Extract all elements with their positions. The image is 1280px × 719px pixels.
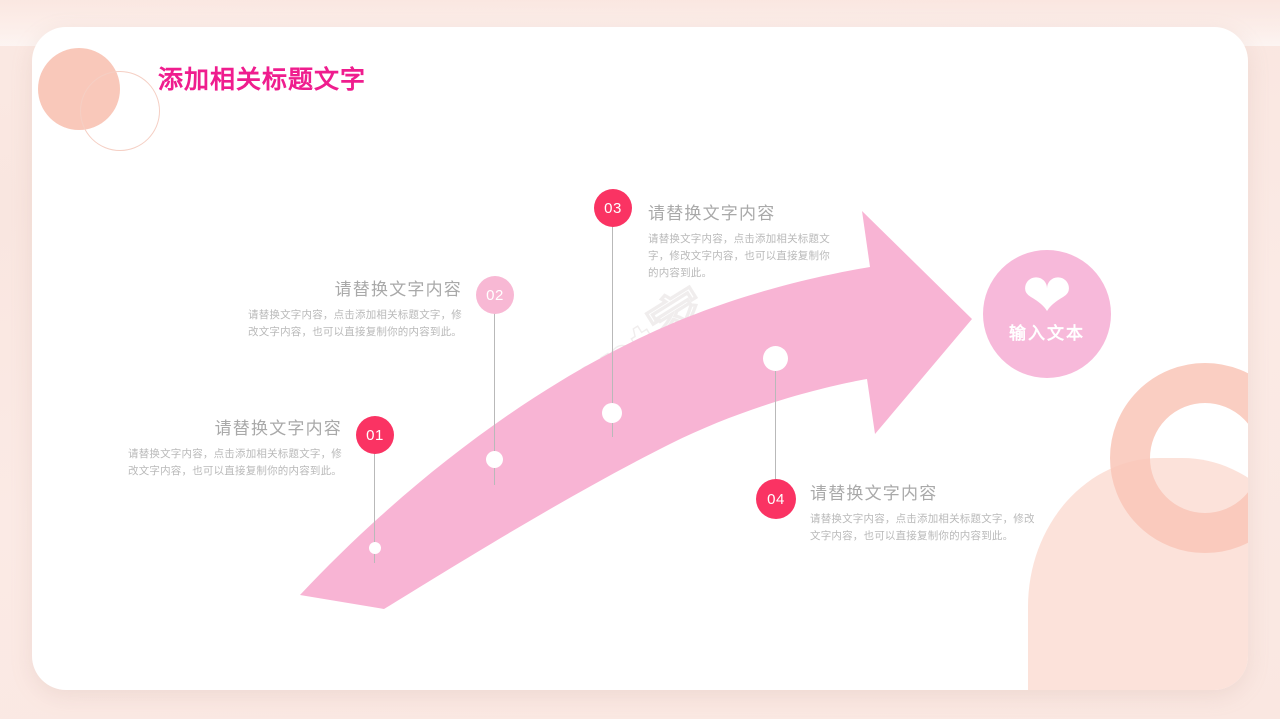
page-title: 添加相关标题文字 (158, 66, 367, 94)
heart-icon: ❤ (1021, 262, 1073, 329)
step-text-04: 请替换文字内容 请替换文字内容，点击添加相关标题文字，修改文字内容，也可以直接复… (810, 479, 1036, 545)
step-number-01: 01 (366, 426, 384, 444)
decorative-outline-circle (80, 71, 160, 151)
arrow-dot-02 (486, 451, 503, 468)
arrow-dot-04 (763, 346, 788, 371)
step-badge-04[interactable]: 04 (756, 479, 796, 519)
step-heading-01: 请替换文字内容 (214, 419, 342, 438)
step-body-02: 请替换文字内容，点击添加相关标题文字，修改文字内容，也可以直接复制你的内容到此。 (248, 309, 462, 338)
step-body-04: 请替换文字内容，点击添加相关标题文字，修改文字内容，也可以直接复制你的内容到此。 (810, 513, 1035, 542)
connector-line-04 (775, 357, 776, 499)
step-number-04: 04 (767, 490, 785, 508)
arrow-end-label: 输入文本 (1009, 324, 1085, 344)
step-body-01: 请替换文字内容，点击添加相关标题文字，修改文字内容，也可以直接复制你的内容到此。 (128, 448, 342, 477)
step-body-03: 请替换文字内容，点击添加相关标题文字，修改文字内容，也可以直接复制你的内容到此。 (648, 233, 830, 279)
watermark: ppt家园 (553, 275, 727, 472)
arrow-dot-03 (602, 403, 622, 423)
step-heading-02: 请替换文字内容 (334, 280, 462, 299)
step-heading-04: 请替换文字内容 (810, 484, 938, 503)
arrow-end-marker[interactable]: ❤ 输入文本 (983, 250, 1111, 378)
step-text-02: 请替换文字内容 请替换文字内容，点击添加相关标题文字，修改文字内容，也可以直接复… (240, 275, 462, 341)
step-number-02: 02 (486, 286, 504, 304)
connector-line-01 (374, 445, 375, 563)
step-badge-03[interactable]: 03 (594, 189, 632, 227)
step-badge-02[interactable]: 02 (476, 276, 514, 314)
connector-line-03 (612, 225, 613, 437)
slide-card: 添加相关标题文字 ppt家园 01 02 03 04 (32, 27, 1248, 690)
step-heading-03: 请替换文字内容 (648, 204, 776, 223)
step-text-01: 请替换文字内容 请替换文字内容，点击添加相关标题文字，修改文字内容，也可以直接复… (120, 414, 342, 480)
step-text-03: 请替换文字内容 请替换文字内容，点击添加相关标题文字，修改文字内容，也可以直接复… (648, 199, 834, 282)
connector-line-02 (494, 305, 495, 485)
step-badge-01[interactable]: 01 (356, 416, 394, 454)
arrow-dot-01 (369, 542, 381, 554)
step-number-03: 03 (604, 199, 622, 217)
